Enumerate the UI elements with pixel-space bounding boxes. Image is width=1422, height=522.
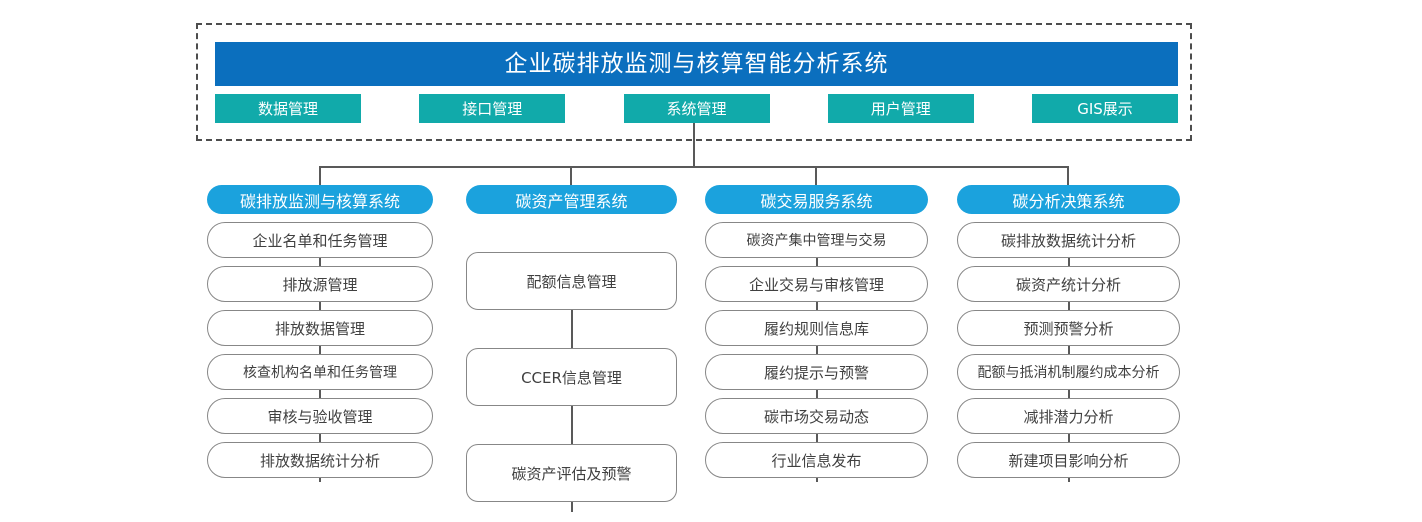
column-spine-1 xyxy=(319,222,321,482)
nav-button-gis-display[interactable]: GIS展示 xyxy=(1032,94,1178,123)
column-header-carbon-analysis-decision[interactable]: 碳分析决策系统 xyxy=(957,185,1180,214)
nav-button-user-management[interactable]: 用户管理 xyxy=(827,94,974,123)
list-item[interactable]: 减排潜力分析 xyxy=(957,398,1180,434)
list-item[interactable]: 配额与抵消机制履约成本分析 xyxy=(957,354,1180,390)
connector-distribution-bar xyxy=(320,166,1069,168)
connector-drop-column-2 xyxy=(570,166,572,188)
connector-drop-column-1 xyxy=(319,166,321,188)
nav-button-system-management[interactable]: 系统管理 xyxy=(623,94,770,123)
list-item[interactable]: 审核与验收管理 xyxy=(207,398,433,434)
list-item[interactable]: 排放数据管理 xyxy=(207,310,433,346)
column-carbon-analysis-decision: 碳分析决策系统 碳排放数据统计分析 碳资产统计分析 预测预警分析 配额与抵消机制… xyxy=(957,185,1180,482)
list-item[interactable]: 履约规则信息库 xyxy=(705,310,928,346)
connector-trunk-vertical xyxy=(693,123,695,167)
list-item[interactable]: 预测预警分析 xyxy=(957,310,1180,346)
list-item[interactable]: 碳排放数据统计分析 xyxy=(957,222,1180,258)
column-spine-3 xyxy=(815,222,818,482)
column-carbon-monitoring: 碳排放监测与核算系统 企业名单和任务管理 排放源管理 排放数据管理 核查机构名单… xyxy=(207,185,433,482)
column-spine-4 xyxy=(1067,222,1070,482)
column-header-carbon-trading-service[interactable]: 碳交易服务系统 xyxy=(705,185,928,214)
list-item[interactable]: 排放源管理 xyxy=(207,266,433,302)
list-item[interactable]: 碳资产统计分析 xyxy=(957,266,1180,302)
list-item[interactable]: CCER信息管理 xyxy=(466,348,677,406)
column-header-carbon-asset-management[interactable]: 碳资产管理系统 xyxy=(466,185,677,214)
column-item-list-3: 碳资产集中管理与交易 企业交易与审核管理 履约规则信息库 履约提示与预警 碳市场… xyxy=(705,222,928,482)
column-carbon-asset-management: 碳资产管理系统 配额信息管理 CCER信息管理 碳资产评估及预警 xyxy=(466,185,677,512)
connector-drop-column-3 xyxy=(815,166,817,188)
list-item[interactable]: 核查机构名单和任务管理 xyxy=(207,354,433,390)
column-header-carbon-monitoring[interactable]: 碳排放监测与核算系统 xyxy=(207,185,433,214)
connector-drop-column-4 xyxy=(1067,166,1069,188)
column-item-list-2: 配额信息管理 CCER信息管理 碳资产评估及预警 xyxy=(466,252,677,512)
list-item[interactable]: 碳资产集中管理与交易 xyxy=(705,222,928,258)
list-item[interactable]: 碳市场交易动态 xyxy=(705,398,928,434)
column-item-list-1: 企业名单和任务管理 排放源管理 排放数据管理 核查机构名单和任务管理 审核与验收… xyxy=(207,222,433,482)
system-title-bar: 企业碳排放监测与核算智能分析系统 xyxy=(215,42,1178,86)
list-item[interactable]: 行业信息发布 xyxy=(705,442,928,478)
list-item[interactable]: 配额信息管理 xyxy=(466,252,677,310)
list-item[interactable]: 企业交易与审核管理 xyxy=(705,266,928,302)
page-title: 企业碳排放监测与核算智能分析系统 xyxy=(504,50,889,77)
column-item-list-4: 碳排放数据统计分析 碳资产统计分析 预测预警分析 配额与抵消机制履约成本分析 减… xyxy=(957,222,1180,482)
list-item[interactable]: 排放数据统计分析 xyxy=(207,442,433,478)
nav-button-interface-management[interactable]: 接口管理 xyxy=(419,94,566,123)
column-carbon-trading-service: 碳交易服务系统 碳资产集中管理与交易 企业交易与审核管理 履约规则信息库 履约提… xyxy=(705,185,928,482)
list-item[interactable]: 新建项目影响分析 xyxy=(957,442,1180,478)
nav-button-row: 数据管理 接口管理 系统管理 用户管理 GIS展示 xyxy=(215,94,1178,123)
list-item[interactable]: 履约提示与预警 xyxy=(705,354,928,390)
list-item[interactable]: 碳资产评估及预警 xyxy=(466,444,677,502)
list-item[interactable]: 企业名单和任务管理 xyxy=(207,222,433,258)
nav-button-data-management[interactable]: 数据管理 xyxy=(215,94,361,123)
